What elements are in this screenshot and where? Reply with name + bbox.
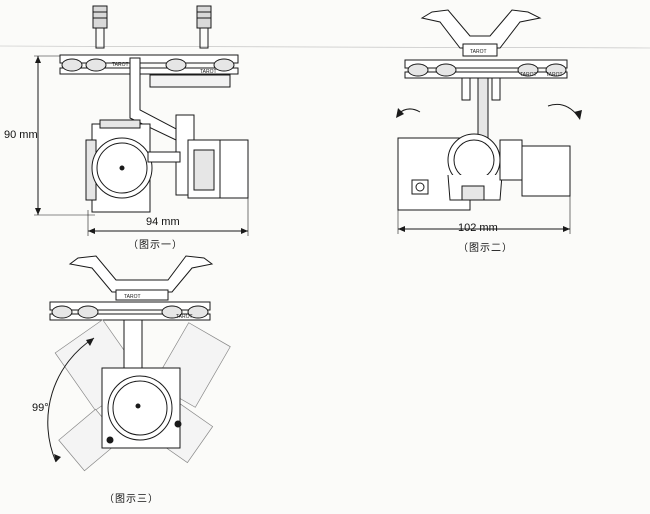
paper-fold-line — [0, 45, 650, 49]
brand-mark-2a: TAROT — [470, 49, 487, 55]
figure-3-caption: （图示三） — [104, 494, 159, 505]
figure-2-front-view: TAROT TAROT TAROT — [396, 9, 582, 234]
brand-mark-1a: TAROT — [112, 62, 129, 68]
height-dimension-label: 90 mm — [4, 129, 38, 141]
brand-mark-2b: TAROT — [520, 72, 537, 78]
brand-mark-1b: TAROT — [200, 69, 217, 75]
top-connectors — [92, 5, 212, 49]
angle-dimension-label: 99° — [32, 402, 49, 414]
width-dimension-label-2: 102 mm — [458, 222, 498, 234]
width-dimension-label-1: 94 mm — [146, 216, 180, 228]
brand-mark-3b: TAROT — [176, 314, 193, 320]
damper-balls — [61, 58, 235, 72]
brand-mark-3a: TAROT — [124, 294, 141, 300]
rotate-arrow-right — [547, 103, 579, 117]
angle-arc — [47, 337, 95, 463]
brand-mark-2c: TAROT — [546, 72, 563, 78]
figure-1-caption: （图示一） — [128, 240, 183, 251]
figure-1-side-view: TAROT TAROT — [34, 5, 249, 236]
figure-3-tilted-view: TAROT TAROT — [47, 255, 231, 472]
figure-2-caption: （图示二） — [458, 243, 513, 254]
